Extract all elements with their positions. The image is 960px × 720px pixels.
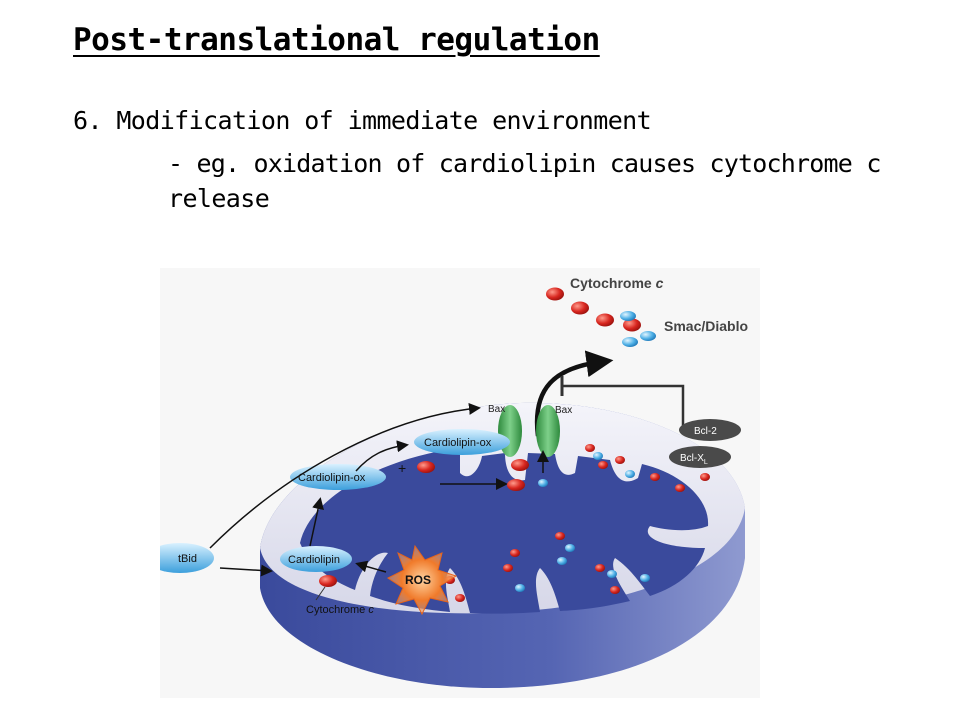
point-6-text: 6. Modification of immediate environment	[73, 106, 652, 135]
tbid-to-bax-arrow	[209, 402, 481, 549]
cytochrome-c-release-point	[507, 479, 525, 491]
bcl-xl-protein	[669, 446, 731, 468]
tbid-label: tBid	[178, 553, 197, 565]
ros-label: ROS	[405, 573, 431, 587]
mitochondrion-figure: Cytochrome c Smac/Diablo Bax Bax Bcl-2 B…	[160, 268, 760, 698]
cytochrome-c-top-label: Cytochrome c	[570, 275, 664, 291]
tbid-to-cardiolipin-arrow	[219, 564, 273, 577]
cytochrome-c-bottom-label: Cytochrome c	[306, 604, 374, 616]
sub-point-line-1: - eg. oxidation of cardiolipin causes cy…	[168, 149, 881, 178]
cytochrome-c-bound	[319, 575, 337, 587]
bcl-2-label: Bcl-2	[694, 426, 717, 437]
bax-label-right: Bax	[555, 405, 572, 416]
tbid-protein	[160, 543, 214, 573]
cardiolipin-ox-lower	[290, 464, 386, 490]
released-smac-diablo-dots	[620, 311, 656, 347]
matrix-particles	[445, 444, 710, 602]
bax-label-left: Bax	[488, 404, 505, 415]
sub-point-line-2: release	[168, 184, 270, 213]
cytochrome-c-at-pore	[511, 459, 529, 471]
cardiolipin-oxidation-arrow	[309, 497, 324, 547]
ros-to-cardiolipin-arrow	[355, 560, 387, 573]
bax-protein-right	[536, 405, 560, 457]
cardiolipin-label: Cardiolipin	[288, 554, 340, 566]
cardiolipin-protein	[280, 546, 352, 572]
bcl-xl-label: Bcl-XL	[680, 453, 708, 466]
bcl-2-protein	[679, 419, 741, 441]
cytochrome-c-leader	[315, 586, 326, 601]
mitochondrion-diagram: Cytochrome c Smac/Diablo Bax Bax Bcl-2 B…	[160, 268, 760, 698]
slide-title: Post-translational regulation	[73, 22, 600, 58]
ros-burst-icon	[387, 544, 458, 616]
smac-diablo-label: Smac/Diablo	[664, 318, 748, 334]
ox-to-upper-arrow	[355, 440, 409, 472]
cytochrome-c-upper	[417, 461, 435, 473]
plus-sign: +	[398, 460, 406, 476]
released-cytochrome-c-dots	[546, 287, 641, 332]
cardiolipin-ox-upper-label: Cardiolipin-ox	[424, 437, 492, 449]
cardiolipin-ox-lower-label: Cardiolipin-ox	[298, 472, 366, 484]
cardiolipin-ox-upper	[414, 429, 510, 455]
bcl-inhibition-line	[562, 384, 685, 428]
